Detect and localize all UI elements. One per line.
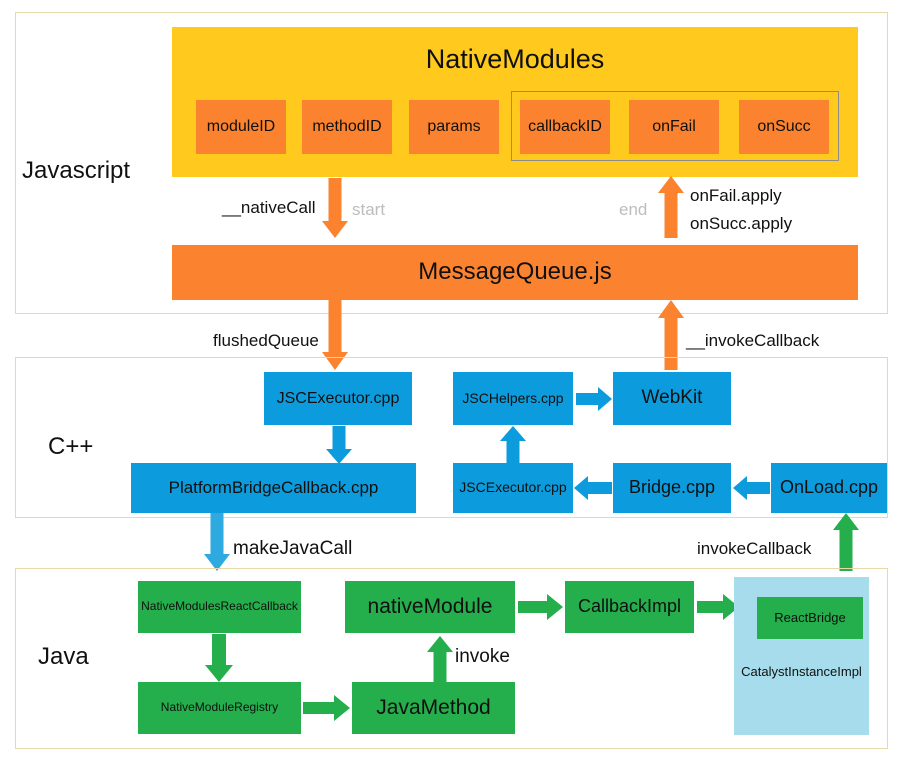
label-end: end	[619, 200, 648, 219]
arrow-registry-to-javamethod	[303, 695, 350, 721]
panel-cpp	[15, 357, 888, 518]
cpp-box-label: OnLoad.cpp	[779, 477, 879, 498]
cpp-box-label: JSCExecutor.cpp	[459, 479, 567, 496]
arrow-javamethod-to-nativemodule	[427, 636, 453, 682]
java-box-label: CatalystInstanceImpl	[741, 663, 862, 679]
arrow-flushed-queue-down	[322, 300, 348, 370]
arrow-jscexecutor-to-jschelpers	[500, 426, 526, 464]
cpp-box-jschelpers[interactable]: JSCHelpers.cpp	[453, 372, 573, 425]
cpp-box-platformbridgecallback[interactable]: PlatformBridgeCallback.cpp	[131, 463, 416, 513]
arg-box-params[interactable]: params	[409, 100, 499, 154]
layer-label-javascript: Javascript	[22, 157, 131, 184]
label-make-java-call: makeJavaCall	[233, 538, 353, 559]
message-queue-block[interactable]: MessageQueue.js	[172, 245, 858, 300]
cpp-box-label: WebKit	[641, 387, 703, 409]
label-invoke-callback-java: invokeCallback	[697, 539, 812, 558]
arrow-invoke-callback-java-up	[833, 513, 859, 571]
cpp-box-jscexecutor-top[interactable]: JSCExecutor.cpp	[264, 372, 412, 425]
label-start: start	[352, 200, 386, 219]
cpp-box-label: Bridge.cpp	[628, 477, 716, 498]
arg-box-methodid[interactable]: methodID	[302, 100, 392, 154]
label-onsucc-apply: onSucc.apply	[690, 214, 793, 233]
arg-box-onsucc[interactable]: onSucc	[739, 100, 829, 154]
cpp-box-webkit[interactable]: WebKit	[613, 372, 731, 425]
java-box-reactbridge[interactable]: ReactBridge	[757, 597, 863, 639]
layer-label-java: Java	[38, 643, 89, 670]
cpp-box-jscexecutor-bottom[interactable]: JSCExecutor.cpp	[453, 463, 573, 513]
arg-box-label: callbackID	[528, 118, 602, 136]
arrow-jscexecutor-to-platformbridge	[326, 426, 352, 464]
java-box-label: nativeModule	[367, 595, 493, 619]
arrow-native-call-down	[322, 178, 348, 238]
arrow-bridge-to-jscexecutor	[574, 476, 612, 500]
java-box-label: NativeModulesReactCallback	[141, 599, 298, 614]
java-box-nativemodule[interactable]: nativeModule	[345, 581, 515, 633]
cpp-box-label: JSCExecutor.cpp	[276, 389, 400, 407]
arrow-onload-to-bridge	[733, 476, 770, 500]
arg-box-label: moduleID	[206, 118, 276, 136]
cpp-box-label: JSCHelpers.cpp	[462, 389, 564, 406]
cpp-box-bridge[interactable]: Bridge.cpp	[613, 463, 731, 513]
java-box-label: CallbackImpl	[577, 596, 682, 617]
panel-javascript	[15, 12, 888, 314]
arg-box-label: onFail	[652, 118, 696, 136]
arg-box-onfail[interactable]: onFail	[629, 100, 719, 154]
callback-group-outline	[511, 91, 839, 161]
message-queue-label: MessageQueue.js	[418, 258, 612, 286]
java-box-label: NativeModuleRegistry	[160, 700, 279, 715]
arrow-callback-apply-up	[658, 176, 684, 238]
java-box-javamethod[interactable]: JavaMethod	[352, 682, 515, 734]
arg-box-label: methodID	[312, 118, 382, 136]
label-flushed-queue: flushedQueue	[213, 331, 319, 350]
java-box-callbackimpl[interactable]: CallbackImpl	[565, 581, 694, 633]
arrow-callbackimpl-to-reactbridge	[697, 594, 739, 620]
arrow-jschelpers-to-webkit	[576, 387, 612, 411]
java-box-label: ReactBridge	[774, 609, 846, 625]
arg-box-label: params	[427, 118, 481, 136]
label-invoke: invoke	[455, 646, 510, 667]
cpp-box-onload[interactable]: OnLoad.cpp	[771, 463, 887, 513]
arg-box-moduleid[interactable]: moduleID	[196, 100, 286, 154]
layer-label-cpp: C++	[48, 433, 94, 460]
label-invoke-callback-js: __invokeCallback	[686, 331, 820, 350]
panel-java	[15, 568, 888, 749]
arg-box-label: onSucc	[757, 118, 811, 136]
java-box-nativemoduleregistry[interactable]: NativeModuleRegistry	[138, 682, 301, 734]
arrow-nativemodule-to-callbackimpl	[518, 594, 563, 620]
label-native-call: __nativeCall	[222, 198, 316, 217]
cpp-box-label: PlatformBridgeCallback.cpp	[168, 477, 379, 497]
arrow-make-java-call-down	[204, 513, 230, 571]
java-box-nativemodulesreactcallback[interactable]: NativeModulesReactCallback	[138, 581, 301, 633]
label-onfail-apply: onFail.apply	[690, 186, 782, 205]
arrow-reactcallback-to-registry	[205, 634, 233, 682]
java-box-label: JavaMethod	[376, 696, 491, 720]
native-modules-title: NativeModules	[425, 44, 605, 74]
arg-box-callbackid[interactable]: callbackID	[520, 100, 610, 154]
